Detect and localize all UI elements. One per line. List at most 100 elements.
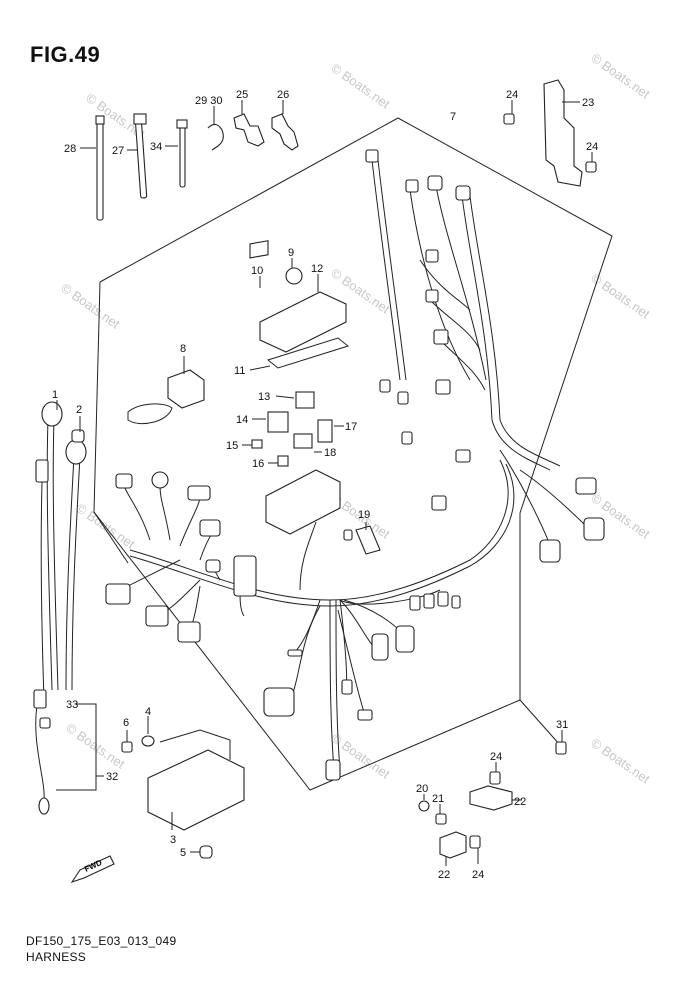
clamps — [207, 100, 299, 151]
connector — [539, 539, 561, 563]
bracket-23 — [543, 79, 583, 187]
connector — [233, 555, 257, 597]
cable-cap — [71, 429, 85, 443]
washer-20 — [418, 800, 430, 812]
connector — [151, 471, 169, 489]
battery-cable-terminal-1 — [41, 401, 63, 427]
connector — [435, 379, 451, 395]
callout-24: 24 — [586, 141, 598, 153]
callout-22: 22 — [514, 796, 526, 808]
fuse-17 — [317, 419, 333, 443]
relay-13 — [295, 391, 315, 409]
connector — [451, 595, 461, 609]
bracket-3 — [147, 749, 245, 831]
connector — [115, 473, 133, 489]
connector — [343, 529, 353, 541]
figure-code: DF150_175_E03_013_049 — [26, 934, 177, 948]
callout-3: 3 — [170, 834, 176, 846]
callout-16: 16 — [252, 458, 264, 470]
fuse-box-lower — [265, 469, 341, 535]
connector — [425, 289, 439, 303]
callout-24: 24 — [472, 869, 484, 881]
callout-12: 12 — [311, 263, 323, 275]
cable-tie-head — [95, 115, 105, 125]
callout-34: 34 — [150, 141, 162, 153]
cable-tie-34 — [179, 124, 186, 188]
connector — [437, 591, 449, 607]
figure-title: FIG.49 — [30, 42, 101, 67]
fuse-18 — [293, 433, 313, 449]
watermark: © Boats.net — [73, 500, 138, 552]
connector — [145, 605, 169, 627]
gasket-11 — [266, 337, 350, 369]
callout-7: 7 — [450, 111, 456, 123]
battery-cable-terminal-2 — [65, 439, 87, 465]
callout-23: 23 — [582, 97, 594, 109]
callout-14: 14 — [236, 414, 248, 426]
relay-8 — [167, 369, 205, 409]
connector — [287, 649, 303, 657]
connector — [575, 477, 597, 495]
connector — [401, 431, 413, 445]
connector — [395, 625, 415, 653]
connector — [379, 379, 391, 393]
bolt-24 — [503, 113, 515, 125]
callout-4: 4 — [145, 706, 151, 718]
callout-17: 17 — [345, 421, 357, 433]
harness-7-upper-branches — [365, 149, 605, 563]
fuse-cover-10 — [249, 240, 269, 259]
clamp-29-30 — [207, 123, 224, 151]
connector — [397, 391, 409, 405]
connector — [205, 559, 221, 573]
callout-26: 26 — [277, 89, 289, 101]
callout-labels: 1 2 3 4 5 6 7 8 9 10 11 12 13 14 15 16 1… — [52, 89, 598, 881]
callout-8: 8 — [180, 343, 186, 355]
connector — [431, 495, 447, 511]
connector — [357, 709, 373, 721]
connector — [583, 517, 605, 541]
fuse-16 — [277, 455, 289, 467]
bracket-assembly — [503, 79, 597, 187]
callout-33: 33 — [66, 699, 78, 711]
connector — [455, 449, 471, 463]
cap-19 — [355, 525, 381, 555]
callout-20: 20 — [416, 783, 428, 795]
callout-22: 22 — [438, 869, 450, 881]
callout-1: 1 — [52, 389, 58, 401]
connector — [427, 175, 443, 191]
callout-2: 2 — [76, 404, 82, 416]
connector — [423, 593, 435, 609]
forward-arrow-icon: FWD — [70, 855, 115, 884]
connector — [405, 179, 419, 193]
connector — [341, 679, 353, 695]
connector — [325, 759, 341, 781]
fuse-box-12 — [259, 291, 347, 353]
callout-21: 21 — [432, 793, 444, 805]
callout-5: 5 — [180, 847, 186, 859]
watermark: © Boats.net — [588, 735, 653, 787]
connector — [105, 583, 131, 605]
connector — [365, 149, 379, 163]
callout-13: 13 — [258, 391, 270, 403]
clamp-25 — [233, 113, 265, 147]
cable-tie-head — [133, 113, 147, 125]
relay-fuse-components — [127, 240, 381, 555]
connector — [199, 519, 221, 537]
callout-6: 6 — [123, 717, 129, 729]
washer-4 — [141, 735, 155, 747]
connector — [455, 185, 471, 201]
bolt-6 — [121, 741, 133, 753]
bolt-24 — [489, 771, 501, 785]
grommet-9 — [285, 267, 303, 285]
callout-24: 24 — [490, 751, 502, 763]
watermark: © Boats.net — [588, 50, 653, 102]
connector — [263, 687, 295, 717]
connector — [425, 249, 439, 263]
callout-27: 27 — [112, 145, 124, 157]
watermark: © Boats.net — [328, 60, 393, 112]
connector — [371, 633, 389, 661]
bolt-24 — [469, 835, 481, 849]
battery-cables — [33, 400, 104, 815]
callout-18: 18 — [324, 447, 336, 459]
